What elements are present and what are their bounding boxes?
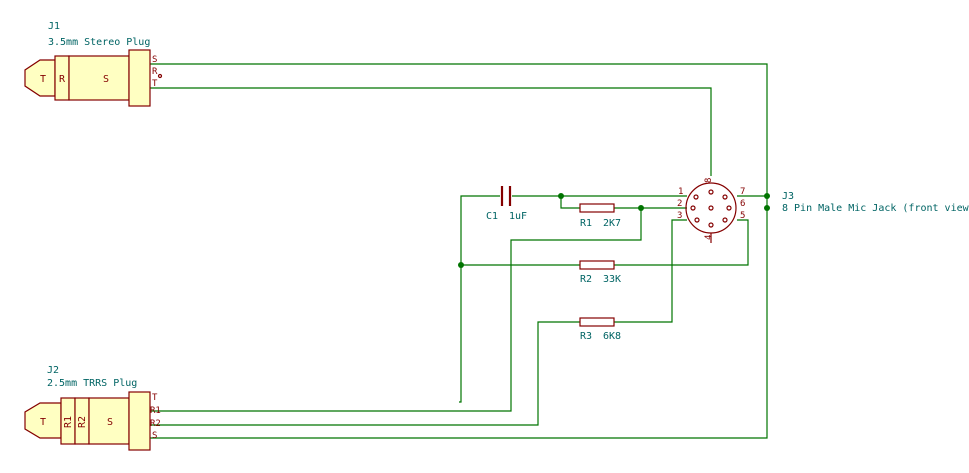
j2-seg-r2: R2 (77, 416, 88, 428)
junction-dot (764, 193, 770, 199)
j3-mic-jack: 1 2 3 4 5 6 7 8 J3 8 Pin Male Mic Jack (… (677, 178, 969, 243)
r2-value: 33K (603, 274, 621, 285)
r3-value: 6K8 (603, 331, 621, 342)
wire-r1-left (560, 196, 580, 209)
r1-ref: R1 (580, 218, 592, 229)
j2-seg-t: T (40, 417, 46, 428)
j2-value: 2.5mm TRRS Plug (47, 378, 137, 389)
j3-pin-6 (726, 205, 732, 211)
j3-pin5-label: 5 (740, 211, 745, 221)
j3-pin2-label: 2 (677, 199, 682, 209)
j1-sleeve-shape (68, 55, 130, 101)
j3-value: 8 Pin Male Mic Jack (front view) (782, 203, 969, 214)
j1-value: 3.5mm Stereo Plug (48, 37, 150, 48)
wire-r3-right (614, 219, 687, 323)
junctions (458, 193, 770, 268)
r1-value: 2K7 (603, 218, 621, 229)
j3-pin-7 (722, 194, 728, 200)
j1-body-shape (128, 49, 151, 107)
wires (150, 63, 768, 439)
junction-dot (764, 205, 770, 211)
r1-body (579, 203, 615, 213)
c1-ref: C1 (486, 211, 498, 222)
j1-pin-s: S (152, 55, 157, 65)
j3-pin1-label: 1 (678, 187, 683, 197)
junction-dot (638, 205, 644, 211)
j1-seg-r: R (59, 74, 66, 85)
j2-trrs-plug: T R1 R2 S T R1 R2 S J2 2.5mm TRRS Plug (24, 365, 161, 451)
junction-dot (458, 262, 464, 268)
j1-pin-t: T (152, 79, 158, 89)
j1-pin-r-nc (157, 73, 163, 79)
j3-pin-1 (693, 194, 699, 200)
r3-ref: R3 (580, 331, 592, 342)
j2-sleeve-shape (88, 397, 130, 445)
r2-resistor: R2 33K (579, 260, 621, 285)
wire-r2-right (614, 219, 749, 266)
j2-body-shape (128, 391, 151, 451)
j3-pin-3 (694, 217, 700, 223)
j1-stereo-plug: T R S S R T J1 3.5mm Stereo Plug (24, 21, 163, 107)
j3-pin8-label: 8 (704, 178, 714, 183)
j3-pin7-label: 7 (740, 187, 745, 197)
wire-c1-left (459, 195, 500, 403)
j2-seg-s: S (107, 417, 113, 428)
j3-ref: J3 (782, 191, 794, 202)
wire-j2-ring2 (150, 321, 580, 426)
j3-pin-5 (722, 217, 728, 223)
j3-pin-8 (708, 189, 714, 195)
r2-ref: R2 (580, 274, 592, 285)
j2-ref: J2 (47, 365, 59, 376)
j3-pin3-label: 3 (677, 211, 682, 221)
j2-seg-r1: R1 (63, 416, 74, 428)
c1-capacitor: C1 1uF (486, 186, 527, 222)
j2-pin-t: T (152, 393, 158, 403)
junction-dot (558, 193, 564, 199)
j1-pin-r: R (152, 67, 158, 77)
r1-resistor: R1 2K7 (579, 203, 621, 229)
j3-pin4-label: 4 (704, 235, 714, 240)
j3-pin6-label: 6 (740, 199, 745, 209)
j1-seg-s: S (103, 74, 109, 85)
wire-j1-sleeve (150, 63, 768, 439)
r2-body (579, 260, 615, 270)
j1-seg-t: T (40, 74, 46, 85)
j2-pin-s: S (152, 431, 157, 441)
j3-pin-4 (708, 222, 714, 228)
r3-body (579, 317, 615, 327)
wire-j1-tip (150, 87, 712, 176)
c1-value: 1uF (509, 211, 527, 222)
j1-ref: J1 (48, 21, 60, 32)
j3-pin-2 (690, 205, 696, 211)
j3-center-pin (708, 205, 714, 211)
r3-resistor: R3 6K8 (579, 317, 621, 342)
j2-pin-r1: R1 (150, 406, 161, 416)
wire-j2-ring1 (150, 208, 642, 412)
j2-pin-r2: R2 (150, 419, 161, 429)
